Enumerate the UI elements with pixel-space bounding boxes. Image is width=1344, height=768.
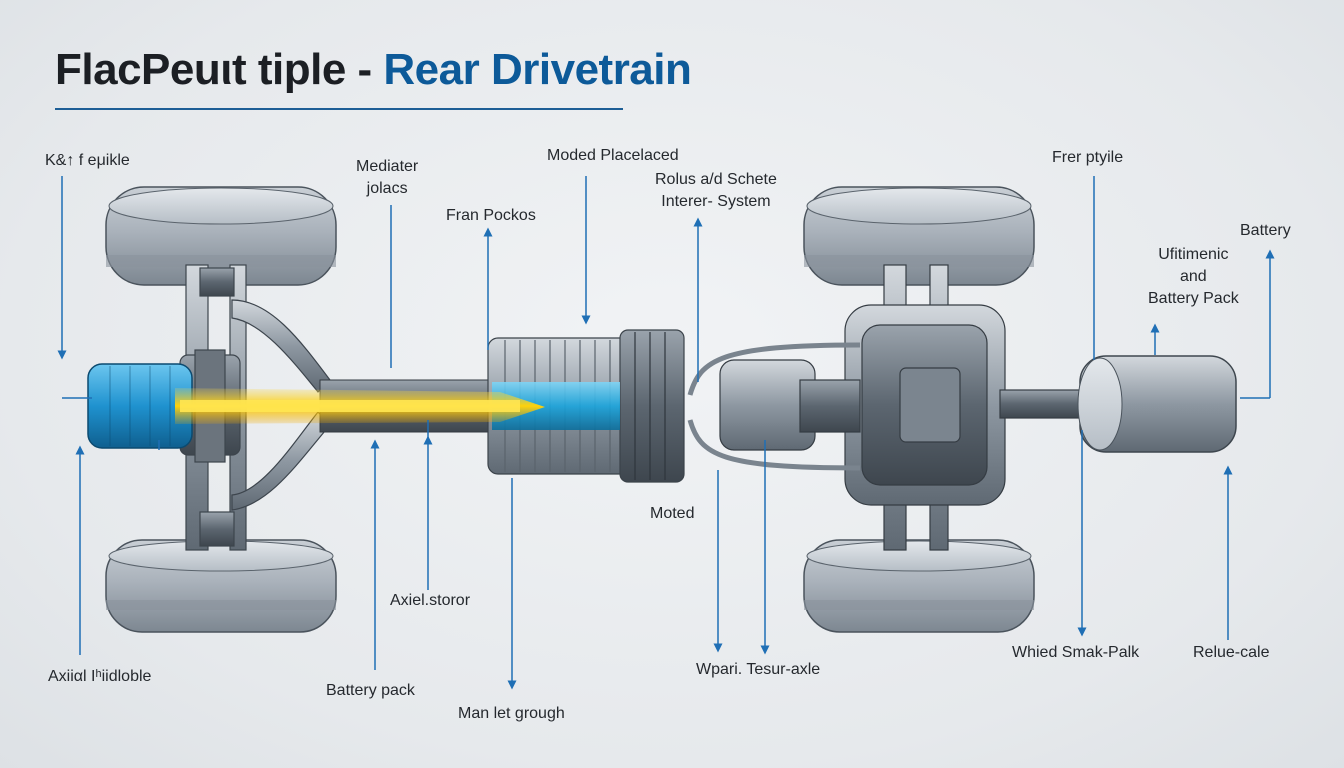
left-top-wheel — [105, 186, 337, 286]
label-man-let-grough: Man let grough — [458, 705, 565, 722]
right-top-wheel — [803, 186, 1035, 286]
leader-lines — [57, 176, 1275, 690]
center-motor-housing — [487, 329, 685, 483]
label-relue-cale: Relue-cale — [1193, 644, 1270, 661]
label-mediater: Mediater jolacs — [356, 158, 419, 198]
page-title: FlacPeuιt tiple - Rear Drivetrain — [55, 45, 692, 94]
right-bottom-wheel — [803, 539, 1035, 633]
right-battery-cylinder — [1077, 355, 1237, 453]
label-moded-placelaced: Moded Placelaced — [547, 147, 679, 164]
label-axiel-storor: Axiel.storor — [390, 592, 471, 609]
label-moted: Moted — [650, 505, 695, 522]
label-axiial-hiidloble: Axiiαl Iʰiidloble — [48, 668, 152, 685]
label-wpari-tesur-axle: Wpari. Tesur-axle — [696, 661, 821, 678]
label-kg-eikle: K&↑ f eμikle — [45, 152, 130, 169]
title-part-dark: FlacPeuιt tiple - — [55, 45, 372, 94]
label-battery-pack: Battery pack — [326, 682, 415, 699]
label-battery: Battery — [1240, 222, 1291, 239]
energy-flow-beam — [175, 388, 545, 424]
title-underline — [55, 108, 623, 110]
label-whied-smak-palk: Whied Smak-Palk — [1012, 644, 1140, 661]
label-rolus-schete: Rolus a/d Schete Interer- System — [655, 171, 777, 211]
rear-differential — [687, 264, 1081, 551]
label-ufitimenic-battery-pack: Ufitimenic and Battery Pack — [1148, 246, 1239, 308]
title-part-accent: Rear Drivetrain — [383, 45, 692, 94]
label-frer-ptyile: Frer ptyile — [1052, 149, 1124, 166]
left-bottom-wheel — [105, 539, 337, 633]
label-fran-pockos: Fran Pockos — [446, 207, 536, 224]
